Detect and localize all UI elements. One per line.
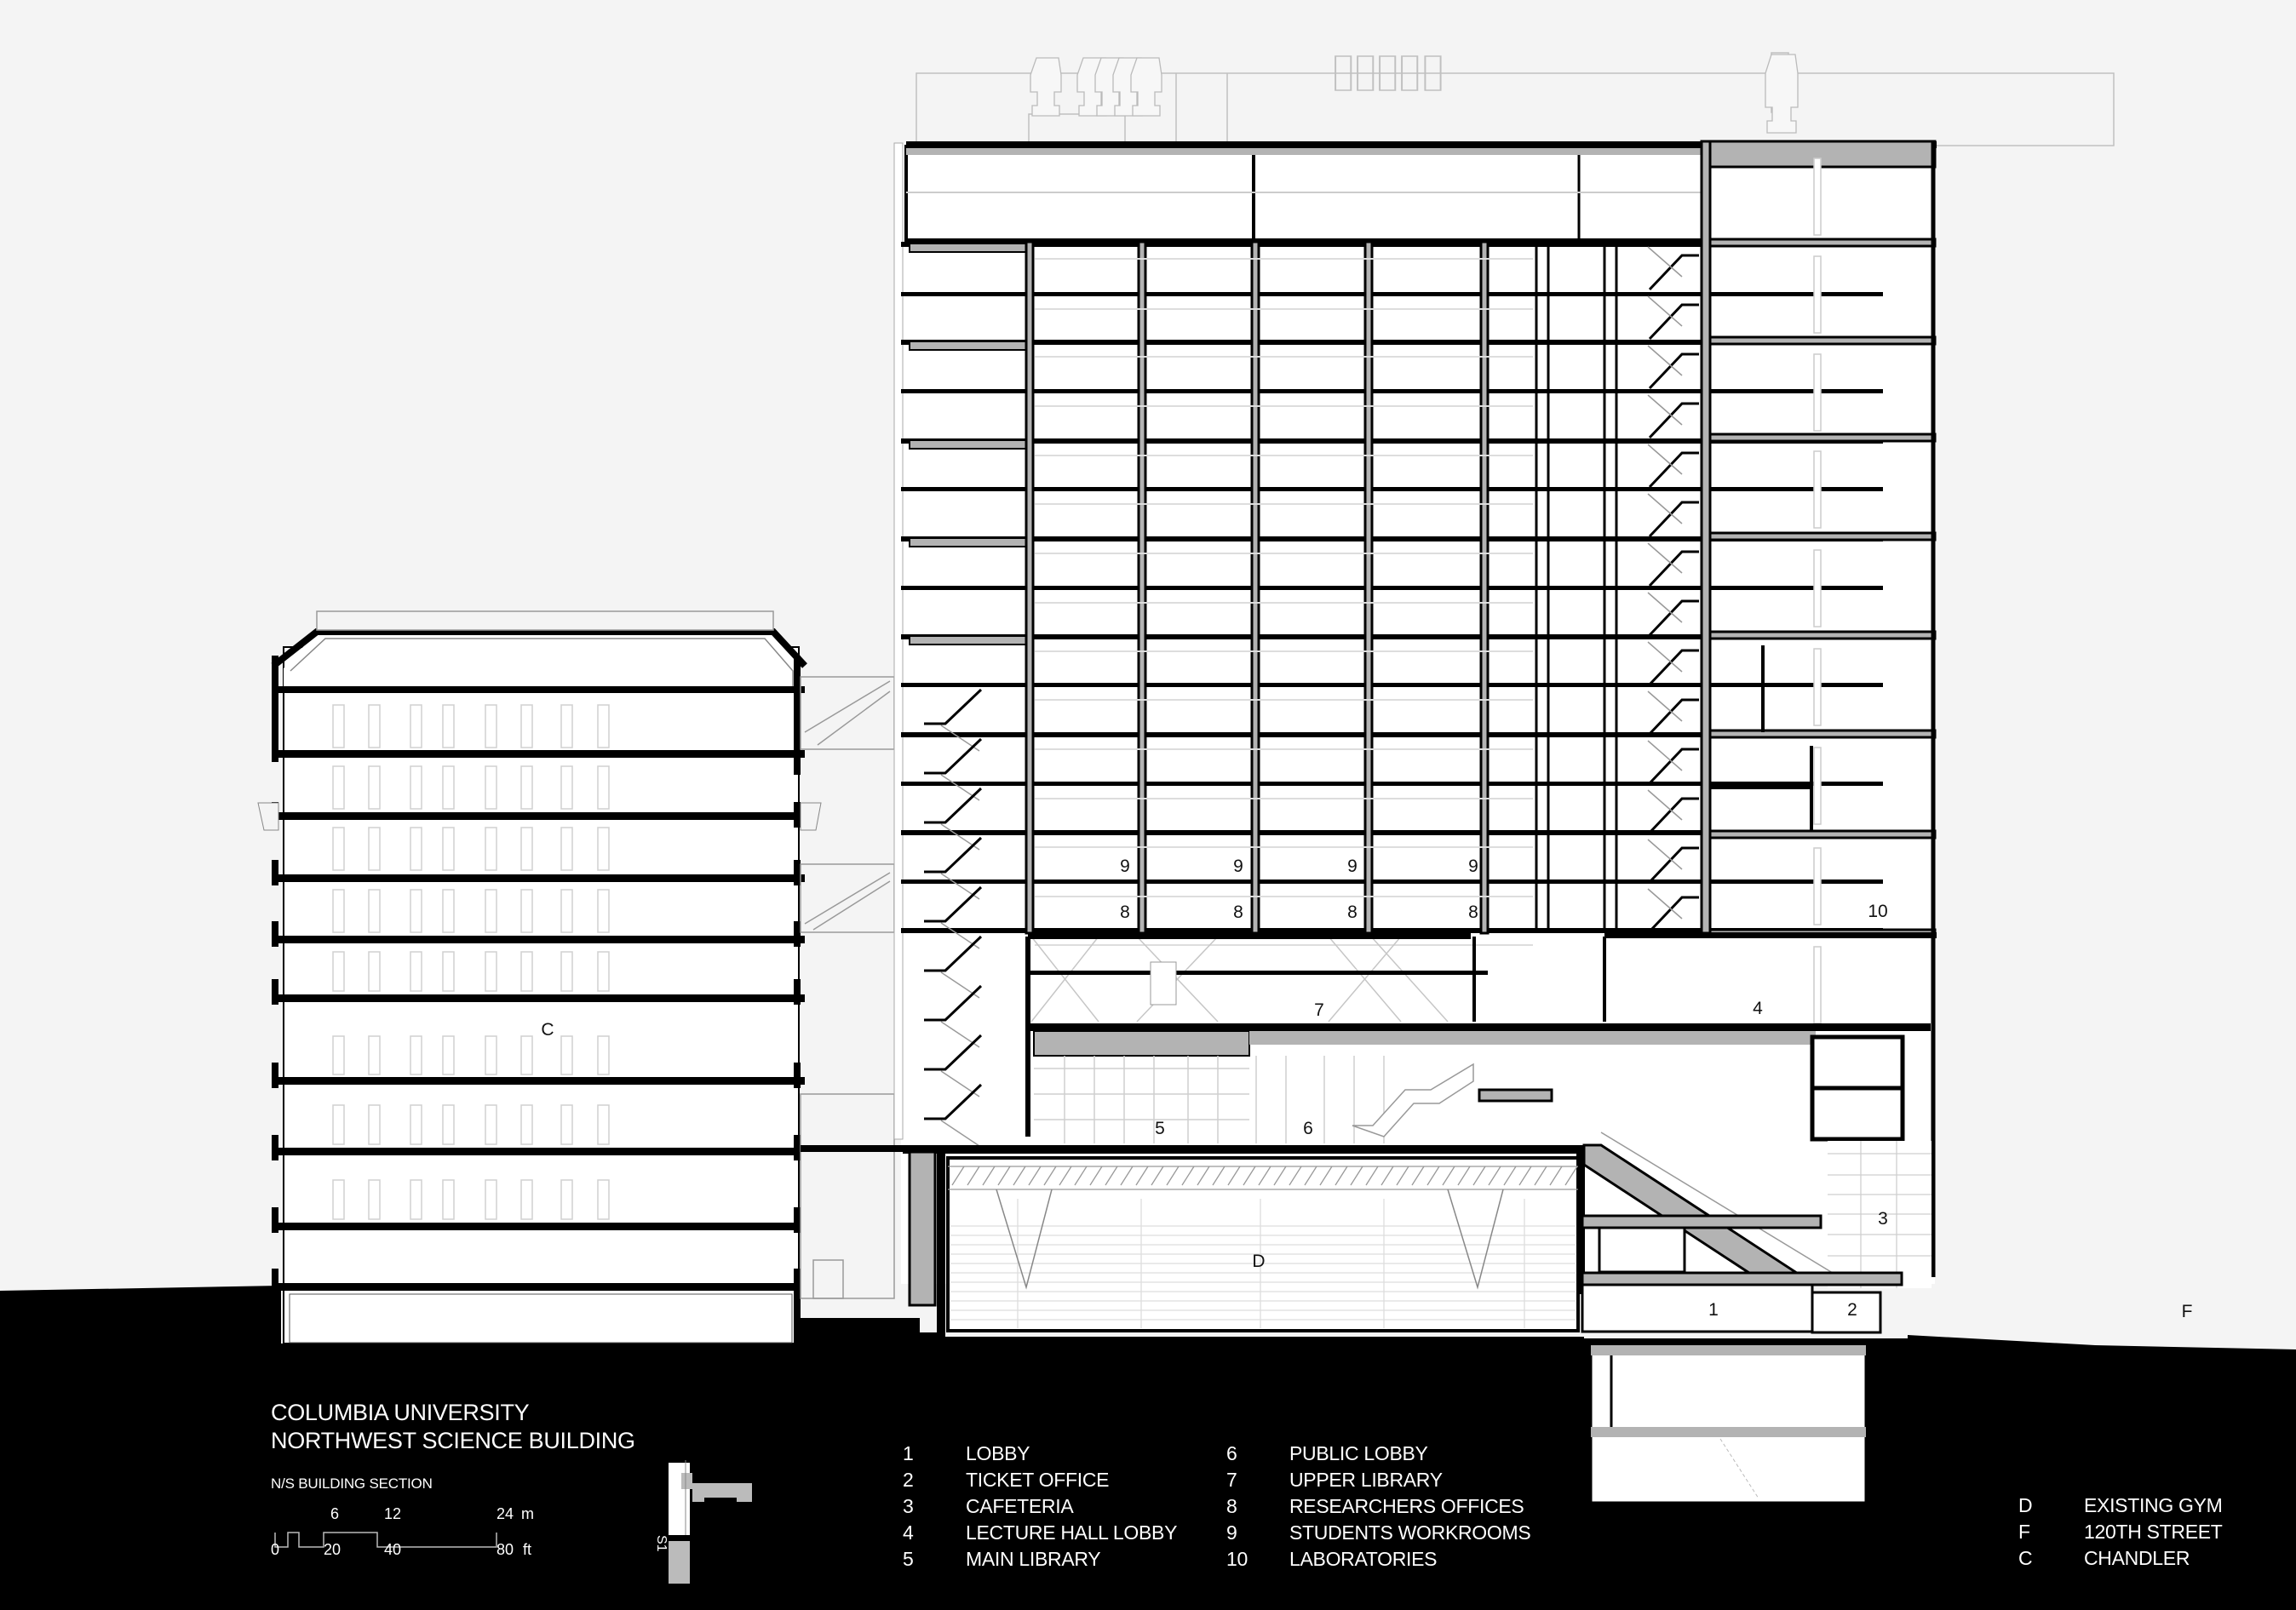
legend-label: 120TH STREET xyxy=(2084,1521,2223,1543)
legend-item: 6 PUBLIC LOBBY xyxy=(1226,1441,1530,1467)
legend-item: 5 MAIN LIBRARY xyxy=(903,1546,1177,1573)
legend-label: LOBBY xyxy=(966,1442,1030,1464)
scale-m-24: 24 xyxy=(497,1505,514,1522)
room-label: 6 xyxy=(1303,1119,1313,1138)
legend-key: 8 xyxy=(1226,1495,1237,1517)
scale-m-6: 6 xyxy=(330,1505,340,1522)
legend-column-1: 1 LOBBY 2 TICKET OFFICE 3 CAFETERIA 4 LECTURE H… xyxy=(903,1441,1177,1573)
legend-key: D xyxy=(2018,1494,2033,1516)
room-label: 7 xyxy=(1314,1000,1324,1020)
legend-key: 6 xyxy=(1226,1442,1237,1464)
legend-key: 7 xyxy=(1226,1469,1237,1491)
connector-bridges xyxy=(800,676,895,1299)
room-label: 8 xyxy=(1347,902,1358,922)
legend-label: LABORATORIES xyxy=(1289,1548,1438,1570)
legend-key: 4 xyxy=(903,1521,914,1544)
legend-item: C CHANDLER xyxy=(2018,1545,2223,1572)
legend-item: 1 LOBBY xyxy=(903,1441,1177,1467)
legend-key: 2 xyxy=(903,1469,914,1491)
room-label: 3 xyxy=(1878,1209,1888,1229)
legend-label: CAFETERIA xyxy=(966,1495,1074,1517)
legend-key: C xyxy=(2018,1547,2033,1569)
legend-label: UPPER LIBRARY xyxy=(1289,1469,1443,1491)
legend-item: 10 LABORATORIES xyxy=(1226,1546,1530,1573)
drawing-subtitle: N/S BUILDING SECTION xyxy=(271,1475,433,1492)
room-label: 1 xyxy=(1708,1300,1719,1320)
legend-key: F xyxy=(2018,1521,2030,1543)
legend-item: D EXISTING GYM xyxy=(2018,1493,2223,1519)
room-label: C xyxy=(541,1020,554,1040)
title-line-2: NORTHWEST SCIENCE BUILDING xyxy=(271,1428,635,1453)
key-plan: S1 xyxy=(647,1460,766,1592)
title-block: COLUMBIA UNIVERSITY NORTHWEST SCIENCE BU… xyxy=(271,1399,635,1493)
room-label: D xyxy=(1252,1252,1265,1271)
scale-ft-unit: ft xyxy=(523,1541,532,1558)
science-building xyxy=(801,52,2115,1504)
scale-ft-20: 20 xyxy=(324,1541,342,1558)
scale-m-unit: m xyxy=(521,1505,534,1522)
legend-key: 5 xyxy=(903,1548,914,1570)
room-labels: C D F 1 2 3 4 5 6 7 8 8 8 8 9 9 9 9 10 xyxy=(541,857,2192,1321)
title-line-1: COLUMBIA UNIVERSITY xyxy=(271,1400,530,1425)
legend-key: 1 xyxy=(903,1442,914,1464)
section-marker-label: S1 xyxy=(654,1535,669,1552)
room-label: 2 xyxy=(1847,1300,1857,1320)
scale-ft-40: 40 xyxy=(384,1541,402,1558)
legend-key: 3 xyxy=(903,1495,914,1517)
scale-m-12: 12 xyxy=(384,1505,402,1522)
room-label: 4 xyxy=(1753,999,1763,1018)
room-label: 8 xyxy=(1233,902,1243,922)
room-label: 8 xyxy=(1468,902,1478,922)
room-label: F xyxy=(2182,1302,2193,1321)
legend-item: 3 CAFETERIA xyxy=(903,1493,1177,1520)
room-label: 5 xyxy=(1155,1119,1165,1138)
room-label: 9 xyxy=(1233,857,1243,876)
legend-column-2: 6 PUBLIC LOBBY 7 UPPER LIBRARY 8 RESEARCHERS … xyxy=(1226,1441,1531,1573)
legend-label: MAIN LIBRARY xyxy=(966,1548,1101,1570)
legend-item: 8 RESEARCHERS OFFICES xyxy=(1226,1493,1530,1520)
legend-item: F 120TH STREET xyxy=(2018,1519,2223,1545)
legend-item: 4 LECTURE HALL LOBBY xyxy=(903,1520,1177,1546)
legend-key: 10 xyxy=(1226,1548,1248,1570)
legend-item: 9 STUDENTS WORKROOMS xyxy=(1226,1520,1531,1546)
room-label: 8 xyxy=(1120,902,1130,922)
legend-label: CHANDLER xyxy=(2084,1547,2190,1569)
legend-item: 7 UPPER LIBRARY xyxy=(1226,1467,1530,1493)
legend-lettered: D EXISTING GYM F 120TH STREET C CHANDLER xyxy=(2018,1493,2223,1572)
legend-label: TICKET OFFICE xyxy=(966,1469,1110,1491)
chandler-building xyxy=(257,610,822,1345)
scale-ft-0: 0 xyxy=(271,1541,280,1558)
scale-ft-80: 80 xyxy=(497,1541,514,1558)
legend-label: PUBLIC LOBBY xyxy=(1289,1442,1428,1464)
legend-label: STUDENTS WORKROOMS xyxy=(1289,1521,1531,1544)
room-label: 10 xyxy=(1868,902,1887,921)
room-label: 9 xyxy=(1347,857,1358,876)
scale-bar: 6 12 24 m 0 20 40 80 ft xyxy=(271,1500,552,1568)
room-label: 9 xyxy=(1468,857,1478,876)
legend-label: EXISTING GYM xyxy=(2084,1494,2223,1516)
legend-label: RESEARCHERS OFFICES xyxy=(1289,1495,1524,1517)
room-label: 9 xyxy=(1120,857,1130,876)
legend-item: 2 TICKET OFFICE xyxy=(903,1467,1177,1493)
legend-key: 9 xyxy=(1226,1521,1237,1544)
legend-label: LECTURE HALL LOBBY xyxy=(966,1521,1178,1544)
